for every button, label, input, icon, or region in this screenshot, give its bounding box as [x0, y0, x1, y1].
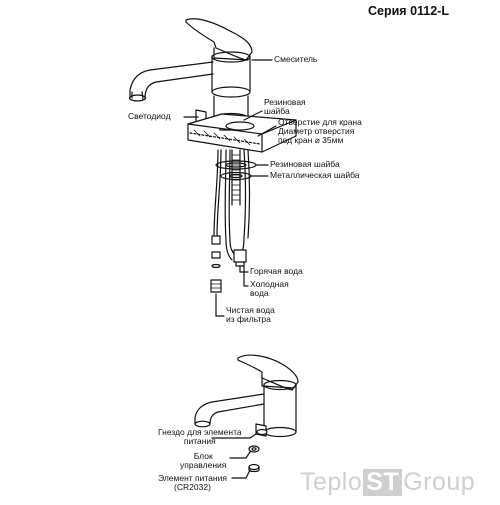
watermark-part1: Teplo [300, 468, 363, 496]
leader-battery [231, 469, 251, 479]
label-clean-water: Чистая вода из фильтра [226, 306, 275, 324]
metal-washer [220, 171, 252, 181]
clean-water-tube [211, 149, 222, 245]
label-metal-washer: Металлическая шайба [270, 170, 360, 180]
faucet-illustration [128, 18, 253, 125]
label-battery: Элемент питания (CR2032) [158, 474, 227, 492]
leader-cold-water [243, 265, 249, 287]
label-hole-line3: под кран ⌀ 35мм [278, 135, 344, 145]
label-hole: Отверстие для крана Диаметр отверстия по… [278, 118, 362, 145]
label-battery-socket: Гнездо для элемента питания [158, 428, 242, 446]
leader-hot-water [239, 265, 249, 273]
fitting-parts [210, 251, 222, 293]
label-rubber-washer-top-line2: шайба [264, 106, 290, 116]
control-unit [248, 445, 260, 453]
threaded-stud [231, 149, 241, 206]
label-control-unit-line2: управления [180, 460, 227, 470]
watermark-part2: ST [363, 469, 403, 496]
leader-rubber-washer-top [243, 110, 263, 121]
label-hole-line2: Диаметр отверстия [278, 126, 355, 136]
faucet-small-illustration [194, 354, 299, 438]
label-led: Светодиод [128, 111, 171, 121]
leader-hole [257, 125, 277, 137]
series-title: Серия 0112-L [368, 4, 449, 18]
label-battery-line1: Элемент питания [158, 473, 227, 483]
hot-water-hose [224, 149, 237, 261]
label-battery-socket-line1: Гнездо для элемента [158, 427, 242, 437]
label-cold-water-line2: вода [250, 288, 269, 298]
leader-battery-socket [211, 433, 257, 439]
label-clean-water-line2: из фильтра [226, 314, 271, 324]
leader-clean-water [215, 293, 225, 317]
label-battery-socket-line2: питания [183, 436, 216, 446]
label-mixer: Смеситель [274, 54, 318, 64]
battery-socket [256, 428, 268, 436]
watermark-part3: Group [403, 468, 476, 496]
label-battery-line2: (CR2032) [174, 482, 211, 492]
label-hole-line1: Отверстие для крана [278, 117, 362, 127]
cold-water-hose [233, 149, 251, 267]
label-rubber-washer-top: Резиновая шайба [264, 98, 306, 116]
label-hot-water: Горячая вода [250, 266, 303, 276]
countertop [187, 113, 297, 153]
label-rubber-washer: Резиновая шайба [270, 159, 340, 169]
battery [248, 463, 260, 473]
leader-control-unit [229, 451, 251, 459]
label-control-unit: Блок управления [180, 452, 226, 470]
label-rubber-washer-top-line1: Резиновая [264, 97, 306, 107]
label-cold-water: Холодная вода [250, 280, 289, 298]
label-clean-water-line1: Чистая вода [226, 305, 275, 315]
label-control-unit-line1: Блок [193, 451, 213, 461]
label-cold-water-line1: Холодная [250, 279, 289, 289]
